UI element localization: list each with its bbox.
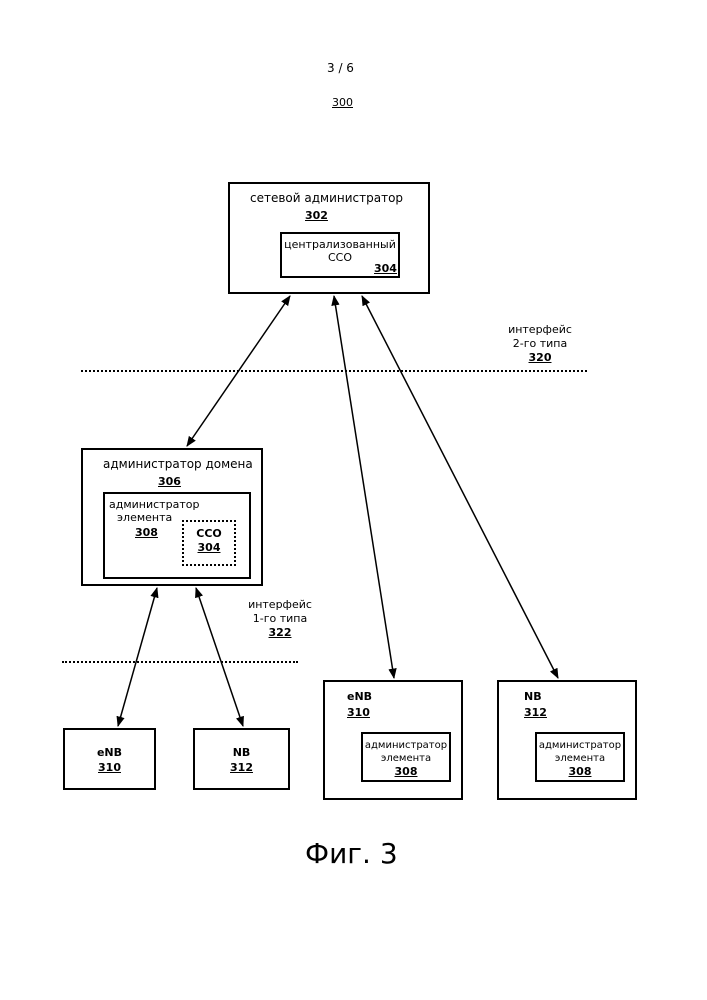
arrow-network-to-right-nb [362, 296, 558, 678]
arrow-domain-to-left-nb [196, 588, 243, 726]
figure-caption: Фиг. 3 [305, 838, 398, 870]
arrow-domain-to-left-enb [118, 588, 157, 726]
arrow-network-to-right-enb [334, 296, 394, 678]
arrow-network-to-domain [187, 296, 290, 446]
